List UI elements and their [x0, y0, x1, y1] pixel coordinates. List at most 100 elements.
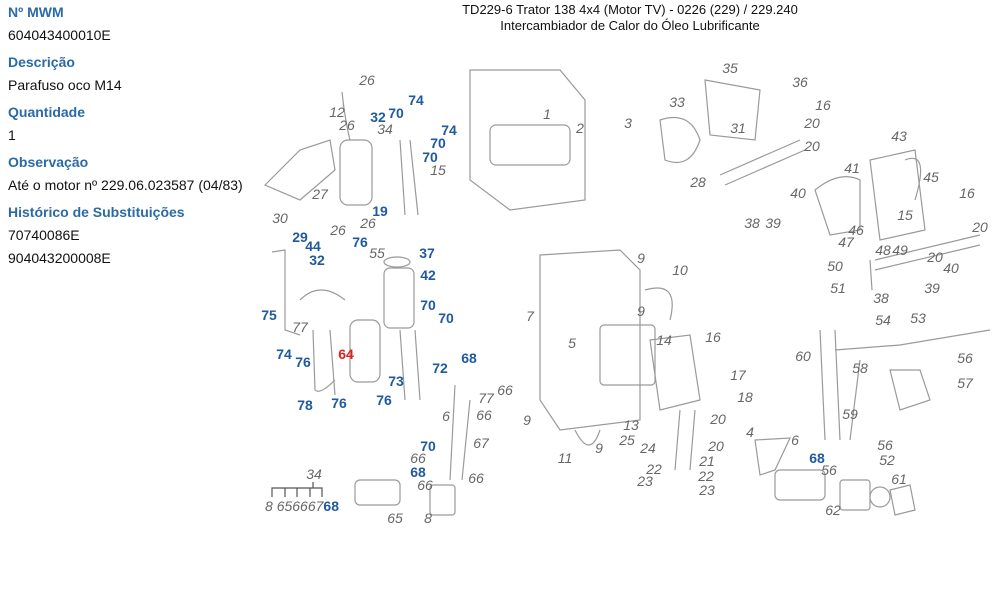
callout-part-number[interactable]: 70 [438, 310, 454, 326]
seal-ring-drawing [383, 256, 411, 268]
callout-part-number: 26 [360, 215, 376, 231]
callout-part-number[interactable]: 29 [292, 229, 308, 245]
callout-part-number[interactable]: 76 [376, 392, 392, 408]
callout-part-number: 56 [877, 437, 893, 453]
history-item[interactable]: 904043200008E [8, 250, 111, 266]
kit-item[interactable]: 68 [323, 498, 339, 514]
callout-part-number: 13 [623, 417, 639, 433]
callout-part-number: 23 [637, 473, 653, 489]
observation-value: Até o motor nº 229.06.023587 (04/83) [8, 177, 243, 193]
callout-part-number: 40 [943, 260, 959, 276]
manifold-drawing [814, 176, 861, 236]
callout-part-number: 77 [292, 319, 308, 335]
callout-part-number[interactable]: 74 [276, 346, 292, 362]
callout-part-number[interactable]: 73 [388, 373, 404, 389]
callout-part-number[interactable]: 32 [370, 109, 386, 125]
callout-part-number: 10 [672, 262, 688, 278]
callout-part-number[interactable]: 72 [432, 360, 448, 376]
callout-part-number: 20 [710, 411, 726, 427]
callout-part-number[interactable]: 74 [408, 92, 424, 108]
kit-bracket-drawing [271, 482, 323, 497]
callout-part-number[interactable]: 70 [422, 149, 438, 165]
engine-block-drawing [539, 249, 641, 431]
callout-part-number: 60 [795, 348, 811, 364]
pipe-drawing [819, 329, 991, 441]
callout-part-number: 57 [957, 375, 973, 391]
callout-part-number[interactable]: 42 [420, 267, 436, 283]
callout-part-number: 51 [830, 280, 846, 296]
quantity-label: Quantidade [8, 104, 86, 120]
history-item[interactable]: 70740086E [8, 227, 80, 243]
callout-part-number: 3 [624, 115, 632, 131]
callout-part-number[interactable]: 70 [430, 135, 446, 151]
cover-drawing [889, 484, 916, 516]
callout-part-number[interactable]: 74 [441, 122, 457, 138]
callout-part-number[interactable]: 68 [809, 450, 825, 466]
callout-part-number: 56 [957, 350, 973, 366]
callout-part-number: 46 [848, 222, 864, 238]
callout-part-number[interactable]: 68 [461, 350, 477, 366]
callout-part-number: 55 [369, 245, 385, 261]
callout-selected-part[interactable]: 64 [338, 346, 354, 362]
kit-item[interactable]: 67 [307, 498, 324, 514]
callout-part-number: 24 [640, 440, 656, 456]
callout-part-number[interactable]: 75 [261, 307, 277, 323]
callout-part-number: 6 [791, 432, 799, 448]
callout-part-number: 20 [804, 115, 820, 131]
diagram-title-line1: TD229-6 Trator 138 4x4 (Motor TV) - 0226… [462, 2, 798, 17]
callout-part-number[interactable]: 76 [295, 354, 311, 370]
callout-part-number[interactable]: 78 [297, 397, 313, 413]
callout-part-number: 6 [442, 408, 450, 424]
callout-part-number[interactable]: 70 [420, 438, 436, 454]
callout-part-number: 11 [557, 450, 573, 466]
callout-part-number[interactable]: 70 [420, 297, 436, 313]
callout-part-number: 52 [879, 452, 895, 468]
callout-part-number: 66 [410, 450, 426, 466]
callout-part-number: 8 [424, 510, 432, 526]
filter-drawing [354, 479, 401, 506]
callout-part-number[interactable]: 70 [388, 105, 404, 121]
callout-part-number: 56 [821, 462, 837, 478]
bracket-drawing [704, 79, 806, 186]
kit-item[interactable]: 66 [292, 498, 308, 514]
callout-part-number: 39 [924, 280, 940, 296]
callout-part-number: 21 [699, 453, 715, 469]
callout-part-number: 20 [972, 219, 988, 235]
filter-canister-drawing [339, 139, 373, 206]
callout-part-number: 53 [910, 310, 926, 326]
filter-canister-drawing [349, 319, 381, 383]
callout-part-number: 43 [891, 128, 907, 144]
kit-item[interactable]: 8 [265, 498, 273, 514]
callout-part-number: 25 [619, 432, 635, 448]
observation-label: Observação [8, 154, 89, 170]
callout-part-number: 61 [891, 471, 907, 487]
adapter-drawing [429, 484, 456, 516]
callout-part-number: 7 [526, 308, 534, 324]
callout-part-number: 17 [730, 367, 746, 383]
callout-part-number[interactable]: 68 [410, 464, 426, 480]
cooler-drawing [489, 124, 571, 166]
kit-item[interactable]: 65 [276, 498, 293, 514]
callout-part-number[interactable]: 32 [309, 252, 325, 268]
callout-part-number[interactable]: 76 [331, 395, 347, 411]
callout-part-number: 30 [272, 210, 288, 226]
callout-part-number: 59 [842, 406, 858, 422]
filter-element-drawing [383, 267, 415, 329]
callout-part-number[interactable]: 76 [352, 234, 368, 250]
callout-part-number: 28 [690, 174, 706, 190]
callout-part-number[interactable]: 37 [419, 245, 435, 261]
quantity-value: 1 [8, 127, 16, 143]
callout-part-number: 5 [568, 335, 576, 351]
bracket-drawing [754, 437, 791, 476]
mwm-value: 604043400010E [8, 27, 111, 43]
callout-part-number[interactable]: 44 [305, 238, 321, 254]
callout-part-number: 16 [705, 329, 721, 345]
callout-part-number[interactable]: 19 [372, 203, 388, 219]
filter-drawing [774, 469, 826, 501]
callout-part-number: 1 [543, 106, 551, 122]
callout-part-number: 20 [927, 249, 943, 265]
callout-part-number: 66 [417, 477, 433, 493]
callout-part-number: 9 [595, 440, 603, 456]
